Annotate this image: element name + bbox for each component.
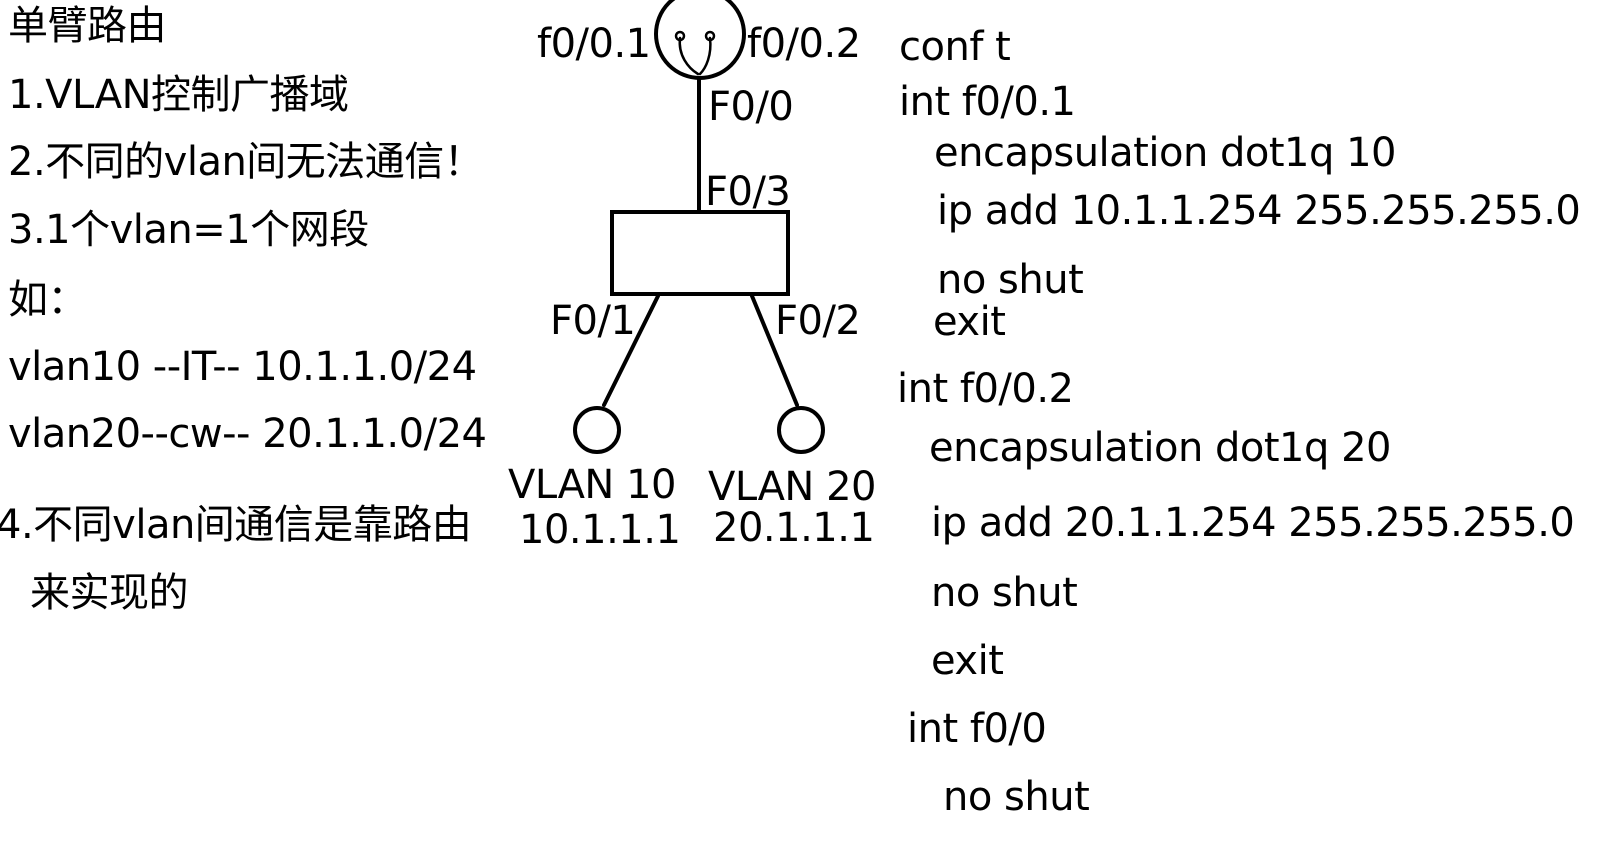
switch-uplink-label: F0/3 bbox=[705, 169, 791, 215]
host-icon-2 bbox=[777, 406, 825, 454]
config-line-encapsulation-10: encapsulation dot1q 10 bbox=[934, 130, 1397, 176]
switch-port-1-label: F0/1 bbox=[550, 298, 636, 344]
notes-example-label: 如： bbox=[8, 277, 88, 323]
router-icon bbox=[654, 0, 746, 80]
notes-example-vlan10: vlan10 --IT-- 10.1.1.0/24 bbox=[8, 344, 477, 390]
switch-icon bbox=[610, 210, 790, 296]
notes-title: 单臂路由 bbox=[8, 3, 167, 49]
config-line-exit-1: exit bbox=[933, 299, 1006, 345]
config-line-int-f0-0-1: int f0/0.1 bbox=[899, 79, 1076, 125]
config-line-no-shut-1: no shut bbox=[937, 257, 1084, 303]
config-line-no-shut-2: no shut bbox=[931, 570, 1078, 616]
config-line-conf-t: conf t bbox=[899, 24, 1011, 70]
access-link-1 bbox=[602, 294, 660, 407]
router-subinterface-node-1 bbox=[674, 30, 686, 42]
notes-point-4-line-1: 4.不同vlan间通信是靠路由 bbox=[0, 502, 472, 548]
access-link-2 bbox=[750, 294, 799, 407]
host-1-vlan-label: VLAN 10 bbox=[508, 462, 676, 508]
notes-point-4-line-2: 来实现的 bbox=[30, 570, 189, 616]
router-subinterface-wire-1 bbox=[678, 36, 700, 76]
config-line-no-shut-3: no shut bbox=[943, 774, 1090, 820]
router-subinterface-wire-2 bbox=[698, 36, 712, 76]
switch-port-2-label: F0/2 bbox=[775, 298, 861, 344]
router-subinterface-node-2 bbox=[704, 30, 716, 42]
router-subinterface-1-label: f0/0.1 bbox=[537, 21, 651, 67]
config-line-encapsulation-20: encapsulation dot1q 20 bbox=[929, 425, 1392, 471]
host-2-ip-label: 20.1.1.1 bbox=[713, 505, 875, 551]
notes-example-vlan20: vlan20--cw-- 20.1.1.0/24 bbox=[8, 411, 487, 457]
host-1-ip-label: 10.1.1.1 bbox=[519, 507, 681, 553]
notes-point-2: 2.不同的vlan间无法通信！ bbox=[8, 139, 484, 185]
config-line-ip-add-20: ip add 20.1.1.254 255.255.255.0 bbox=[931, 500, 1575, 546]
notes-point-3: 3.1个vlan=1个网段 bbox=[8, 207, 369, 253]
config-line-exit-2: exit bbox=[931, 638, 1004, 684]
router-port-label: F0/0 bbox=[708, 84, 794, 130]
router-subinterface-2-label: f0/0.2 bbox=[747, 21, 861, 67]
config-line-ip-add-10: ip add 10.1.1.254 255.255.255.0 bbox=[937, 188, 1581, 234]
host-2-vlan-label: VLAN 20 bbox=[708, 464, 876, 510]
host-icon-1 bbox=[573, 406, 621, 454]
notes-point-1: 1.VLAN控制广播域 bbox=[8, 72, 349, 118]
config-line-int-f0-0-2: int f0/0.2 bbox=[897, 366, 1074, 412]
config-line-int-f0-0: int f0/0 bbox=[907, 706, 1047, 752]
